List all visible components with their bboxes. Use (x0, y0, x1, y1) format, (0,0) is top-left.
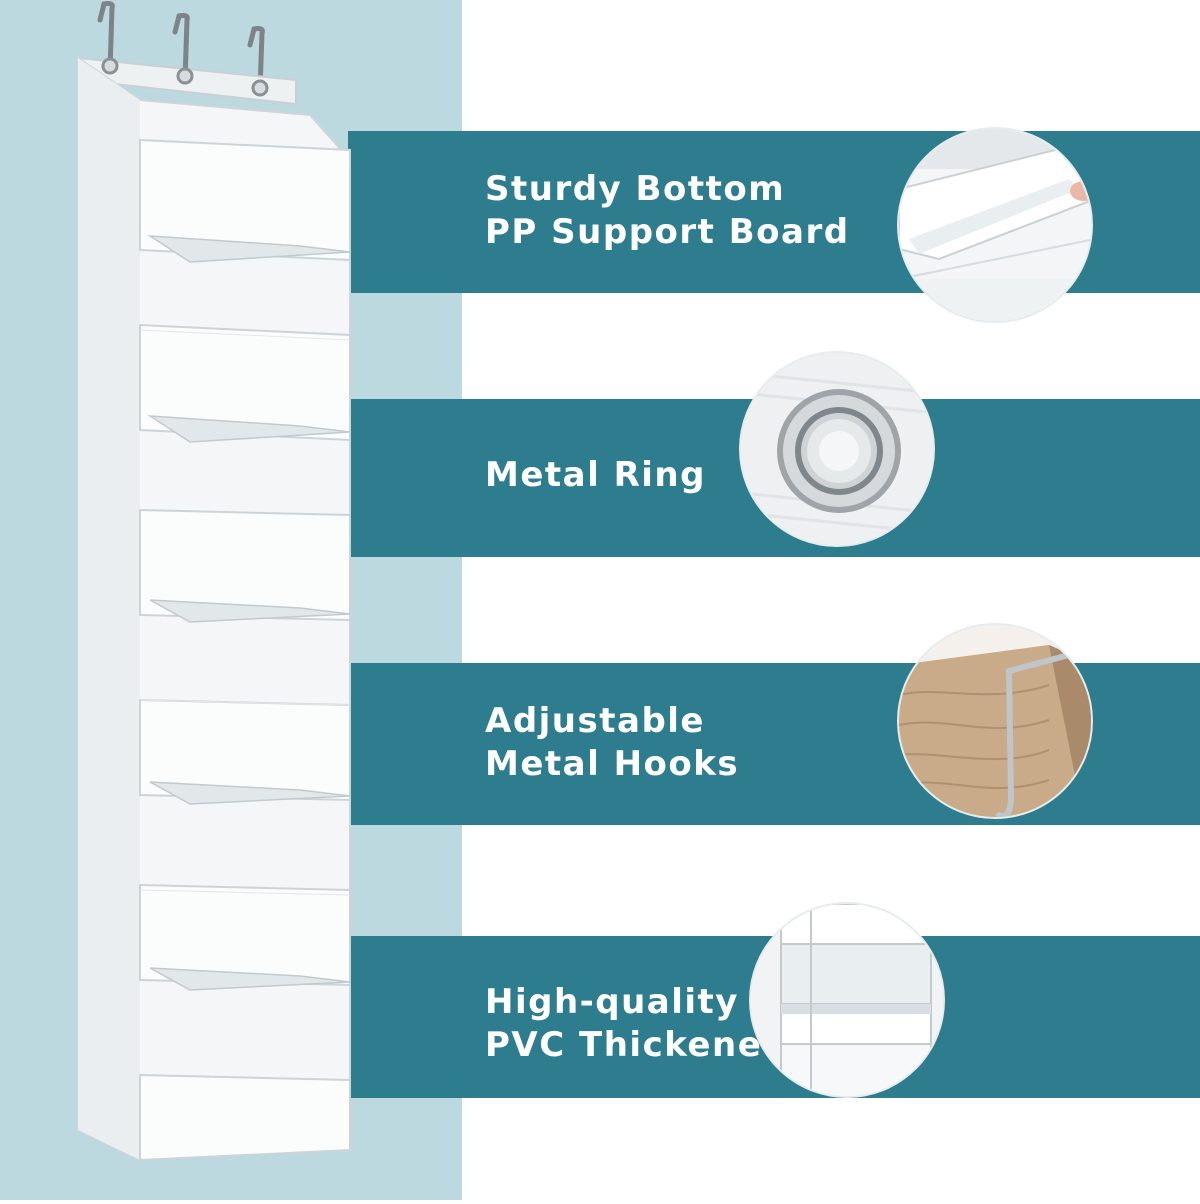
feature-label-line: PVC Thickened (485, 1025, 789, 1065)
feature-label-line: Metal Hooks (485, 744, 740, 784)
feature-label-line: Sturdy Bottom (485, 169, 786, 209)
feature-label-metal-hooks: Adjustable Metal Hooks (485, 700, 739, 786)
feature-label-line: High-quality (485, 982, 739, 1022)
feature-label-pvc: High-quality PVC Thickened (485, 981, 788, 1067)
feature-label-line: Adjustable (485, 701, 705, 741)
feature-label-metal-ring: Metal Ring (485, 454, 706, 497)
feature-label-line: PP Support Board (485, 212, 850, 252)
metal-hook-on-door-closeup-icon (897, 623, 1093, 819)
feature-label-support-board: Sturdy Bottom PP Support Board (485, 168, 850, 254)
feature-label-line: Metal Ring (485, 455, 706, 495)
support-board-closeup-icon (897, 127, 1093, 323)
metal-ring-closeup-icon (739, 351, 935, 547)
pvc-pocket-closeup-icon (749, 902, 945, 1098)
door-organizer-illustration (40, 0, 360, 1204)
